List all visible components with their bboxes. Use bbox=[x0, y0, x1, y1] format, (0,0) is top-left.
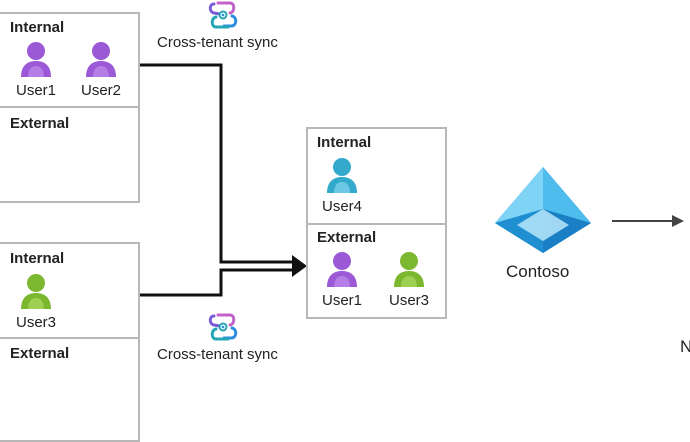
azure-ad-pyramid-icon bbox=[495, 167, 591, 253]
tenant-box-top-divider bbox=[0, 106, 138, 108]
connector-lines bbox=[139, 63, 684, 297]
user-green-icon bbox=[394, 252, 424, 287]
tenant-box-bottom bbox=[0, 242, 140, 442]
tenant-top-user: User1 bbox=[6, 40, 66, 104]
tenant-center-external-user: User3 bbox=[379, 250, 439, 314]
cross-tenant-sync-icon bbox=[208, 1, 238, 29]
user-purple-icon bbox=[21, 42, 51, 77]
contoso-label: Contoso bbox=[506, 262, 570, 281]
user-label: User2 bbox=[80, 82, 121, 99]
user-purple-icon bbox=[86, 42, 116, 77]
tenant-top-user: User2 bbox=[71, 40, 131, 104]
user-teal-icon bbox=[327, 158, 357, 193]
user-label: User1 bbox=[15, 82, 56, 99]
sync-line-bottom bbox=[139, 268, 300, 297]
tenant-bottom-internal-label: Internal bbox=[10, 250, 65, 267]
cross-tenant-sync-label-bottom: Cross-tenant sync bbox=[157, 346, 278, 363]
tenant-center-internal-label: Internal bbox=[317, 134, 372, 151]
user-green-icon bbox=[21, 274, 51, 309]
tenant-box-bottom-divider bbox=[0, 337, 138, 339]
tenant-top-internal-label: Internal bbox=[10, 19, 65, 36]
user-label: User4 bbox=[321, 198, 362, 215]
cross-tenant-sync-label-top: Cross-tenant sync bbox=[157, 34, 278, 51]
tenant-bottom-user: User3 bbox=[6, 272, 66, 336]
sync-line-top bbox=[139, 63, 300, 264]
tenant-box-center-divider bbox=[308, 223, 445, 225]
user-label: User3 bbox=[15, 314, 56, 331]
edge-cutoff-text: N bbox=[680, 337, 690, 356]
tenant-center-external-user: User1 bbox=[312, 250, 372, 314]
cross-tenant-sync-icon bbox=[208, 313, 238, 341]
tenant-box-top bbox=[0, 12, 140, 203]
user-label: User1 bbox=[321, 292, 362, 309]
user-label: User3 bbox=[388, 292, 429, 309]
sync-arrowhead bbox=[292, 255, 307, 277]
contoso-outgoing-arrowhead bbox=[672, 215, 684, 227]
tenant-bottom-external-label: External bbox=[10, 345, 70, 362]
user-purple-icon bbox=[327, 252, 357, 287]
tenant-top-external-label: External bbox=[10, 115, 70, 132]
tenant-center-external-label: External bbox=[317, 229, 377, 246]
tenant-center-internal-user: User4 bbox=[312, 156, 372, 220]
